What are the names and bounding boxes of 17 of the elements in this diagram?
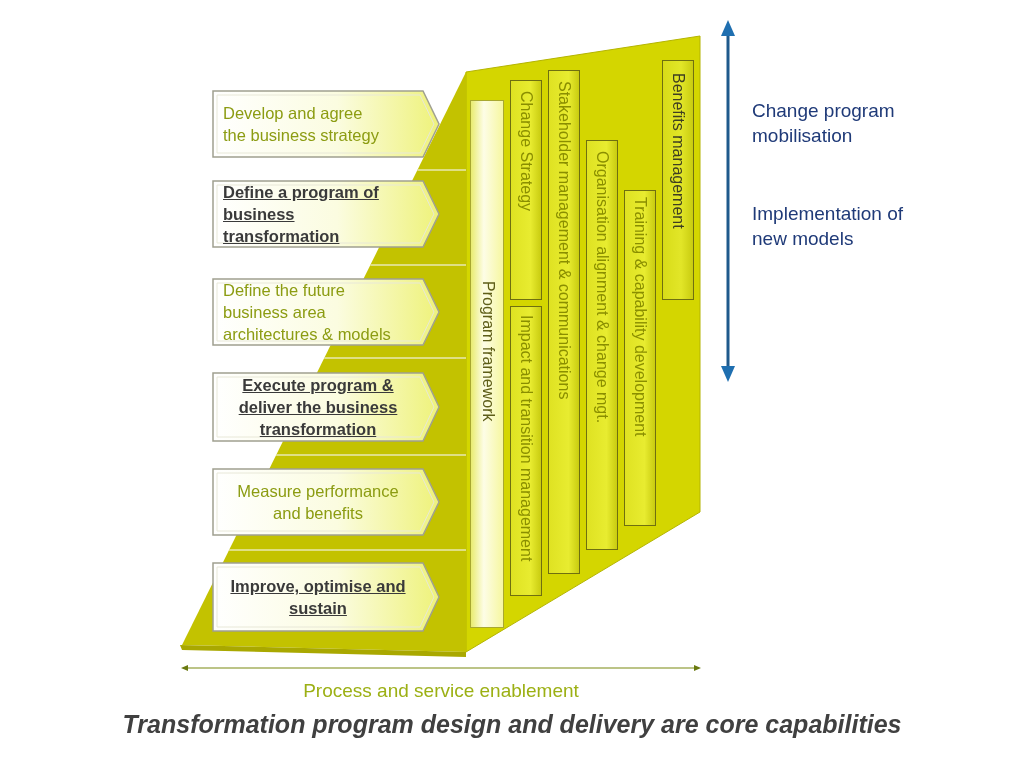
capability-bar: Change Strategy <box>510 80 542 300</box>
process-step: Define a program of business transformation <box>212 180 440 248</box>
process-step: Execute program & deliver the business transformation <box>212 372 440 442</box>
caption: Transformation program design and delivery are core capabilities <box>121 709 903 740</box>
process-step: Measure performance and benefits <box>212 468 440 536</box>
annotation-text: Process and service enablement <box>302 679 580 703</box>
capability-bar: Training & capability development <box>624 190 656 526</box>
capability-bar: Organisation alignment & change mgt. <box>586 140 618 550</box>
process-step: Develop and agree the business strategy <box>212 90 440 158</box>
capability-bar: Program framework <box>470 100 504 628</box>
process-step: Define the future business area architectures & models <box>212 278 440 346</box>
annotation-text: Implementation of new models <box>752 202 905 251</box>
capability-bar: Benefits management <box>662 60 694 300</box>
annotation-text: Change program mobilisation <box>752 99 896 148</box>
capability-bar: Stakeholder management & communications <box>548 70 580 574</box>
capability-bar: Impact and transition management <box>510 306 542 596</box>
process-step: Improve, optimise and sustain <box>212 562 440 632</box>
